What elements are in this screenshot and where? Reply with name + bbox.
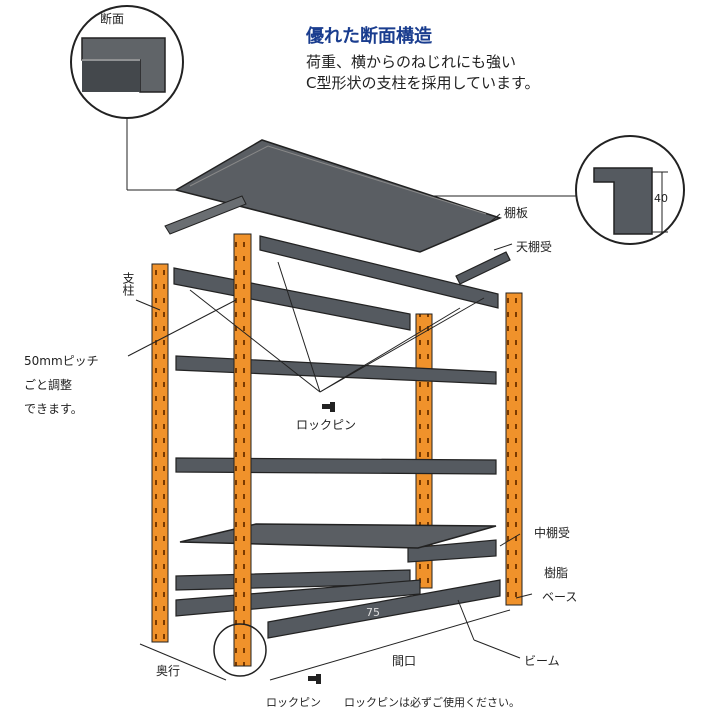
section-detail-circle: [70, 5, 184, 191]
rear-right-post: [505, 292, 523, 606]
beam-label: ビーム: [524, 654, 560, 668]
dimension-label: 40: [654, 192, 668, 205]
pitch-line-1: 50mmピッチ: [24, 354, 99, 368]
post-section-circle: [430, 135, 685, 245]
shelf-supports: [173, 235, 511, 639]
front-right-post: [233, 233, 252, 667]
pitch-line-3: できます。: [24, 402, 83, 416]
top-shelf-board: [164, 139, 503, 253]
middle-shelf-support-label: 中棚受: [534, 526, 571, 540]
front-left-post: [151, 263, 169, 643]
section-label: 断面: [100, 12, 125, 26]
beam-number: 75: [366, 606, 380, 619]
headline-line-2: C型形状の支柱を採用しています。: [306, 74, 540, 92]
bottom-note: ロックピンは必ずご使用ください。: [344, 696, 520, 709]
shelf-board-label: 棚板: [504, 206, 529, 220]
lock-pin-label: ロックピン: [296, 418, 357, 432]
base-label: ベース: [542, 590, 578, 604]
width-label: 間口: [392, 654, 417, 668]
lock-pin-bottom-icon: [308, 674, 321, 684]
leader-lines: [127, 213, 533, 681]
depth-label: 奥行: [156, 664, 181, 678]
base-detail-circle: [213, 623, 267, 677]
lock-pin-icon: [322, 402, 335, 412]
middle-shelf-board: [179, 523, 497, 549]
rear-left-post: [415, 313, 433, 589]
bottom-lock-pin-label: ロックピン: [266, 696, 321, 709]
pitch-line-2: ごと調整: [24, 378, 73, 392]
headline-text: 荷重、横からのねじれにも強い C型形状の支柱を採用しています。: [306, 52, 540, 94]
post-label: 支柱: [121, 272, 135, 296]
headline-line-1: 荷重、横からのねじれにも強い: [306, 53, 517, 71]
headline-title: 優れた断面構造: [306, 26, 432, 47]
resin-label: 樹脂: [544, 566, 569, 580]
top-shelf-support-label: 天棚受: [516, 240, 553, 254]
